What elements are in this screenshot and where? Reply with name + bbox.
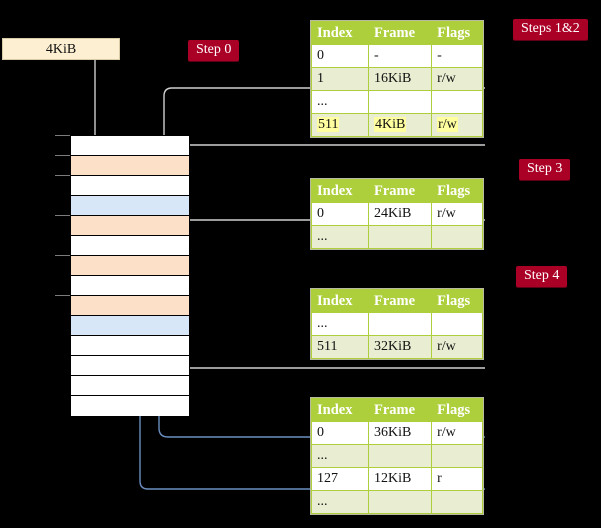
- frame-cell: 12KiB: [367, 467, 433, 491]
- index-cell: ...: [311, 90, 369, 114]
- memory-frame-row: [71, 196, 189, 216]
- memory-frame-row: [71, 216, 189, 236]
- table-row: ...: [311, 90, 483, 114]
- index-cell: 127: [311, 467, 369, 491]
- memory-frame-row: [71, 156, 189, 176]
- flags-cell: [431, 490, 483, 514]
- column-header-frame: Frame: [367, 21, 433, 45]
- badge-step-0: Step 0: [188, 40, 240, 62]
- frame-cell: 24KiB: [367, 202, 433, 226]
- memory-frame-row: [71, 376, 189, 396]
- index-cell: 0: [311, 44, 369, 68]
- flags-cell: [431, 312, 483, 336]
- index-cell: 511: [311, 113, 369, 137]
- memory-tick-mark: [55, 295, 70, 296]
- table-row: ...: [311, 490, 483, 514]
- frame-cell: [367, 225, 433, 249]
- frame-cell: 4KiB: [367, 113, 433, 137]
- flags-cell: -: [431, 44, 483, 68]
- table-row: ...: [311, 444, 483, 468]
- memory-frame-row: [71, 136, 189, 156]
- badge-step-3: Step 3: [519, 159, 571, 181]
- table-row: 0--: [311, 44, 483, 68]
- memory-frame-row: [71, 176, 189, 196]
- frame-cell: [367, 312, 433, 336]
- memory-tick-mark: [55, 255, 70, 256]
- frame-cell: -: [367, 44, 433, 68]
- flags-cell: [431, 90, 483, 114]
- flags-cell: r: [431, 467, 483, 491]
- frame-box-4kib: 4KiB: [2, 38, 120, 60]
- highlighted-value: 511: [317, 117, 340, 132]
- column-header-index: Index: [311, 289, 369, 313]
- memory-tick-mark: [55, 215, 70, 216]
- flags-cell: r/w: [431, 335, 483, 359]
- memory-frame-row: [71, 256, 189, 276]
- memory-frame-row: [71, 296, 189, 316]
- badge-steps-1-2: Steps 1&2: [513, 19, 588, 41]
- frame-cell: [367, 490, 433, 514]
- frame-cell: 16KiB: [367, 67, 433, 91]
- column-header-frame: Frame: [367, 398, 433, 422]
- highlighted-value: 4KiB: [374, 117, 407, 132]
- index-cell: ...: [311, 490, 369, 514]
- index-cell: ...: [311, 225, 369, 249]
- flags-cell: [431, 225, 483, 249]
- badge-step-4: Step 4: [516, 266, 568, 288]
- column-header-index: Index: [311, 179, 369, 203]
- flags-cell: r/w: [431, 202, 483, 226]
- table-row: ...: [311, 312, 483, 336]
- index-cell: 1: [311, 67, 369, 91]
- index-cell: 511: [311, 335, 369, 359]
- flags-cell: r/w: [431, 113, 483, 137]
- frame-cell: 32KiB: [367, 335, 433, 359]
- memory-frame-row: [71, 396, 189, 416]
- memory-frame-row: [71, 236, 189, 256]
- flags-cell: r/w: [431, 67, 483, 91]
- flags-cell: [431, 444, 483, 468]
- table-row: 511 4KiB r/w: [311, 113, 483, 137]
- column-header-flags: Flags: [431, 398, 483, 422]
- memory-frame-row: [71, 316, 189, 336]
- memory-tick-mark: [55, 135, 70, 136]
- flags-cell: r/w: [431, 421, 483, 445]
- memory-frame-row: [71, 336, 189, 356]
- column-header-flags: Flags: [431, 21, 483, 45]
- frame-cell: [367, 90, 433, 114]
- memory-frame-row: [71, 276, 189, 296]
- memory-tick-mark: [55, 175, 70, 176]
- index-cell: 0: [311, 202, 369, 226]
- highlighted-value: r/w: [437, 117, 458, 132]
- frame-cell: [367, 444, 433, 468]
- column-header-flags: Flags: [431, 179, 483, 203]
- index-cell: ...: [311, 444, 369, 468]
- index-cell: ...: [311, 312, 369, 336]
- table-row: ...: [311, 225, 483, 249]
- index-cell: 0: [311, 421, 369, 445]
- frame-cell: 36KiB: [367, 421, 433, 445]
- column-header-index: Index: [311, 398, 369, 422]
- column-header-frame: Frame: [367, 179, 433, 203]
- memory-frame-row: [71, 356, 189, 376]
- column-header-index: Index: [311, 21, 369, 45]
- physical-memory-column: [70, 135, 190, 416]
- memory-tick-mark: [55, 155, 70, 156]
- column-header-frame: Frame: [367, 289, 433, 313]
- column-header-flags: Flags: [431, 289, 483, 313]
